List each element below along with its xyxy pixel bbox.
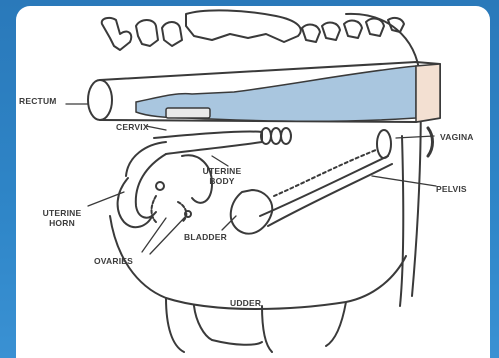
label-pelvis: PELVIS: [436, 184, 467, 194]
label-cervix: CERVIX: [116, 122, 149, 132]
hand-device: [166, 108, 210, 118]
sleeve-cuff: [416, 64, 440, 122]
diagram-panel: RECTUM CERVIX VAGINA UTERINE BODY PELVIS…: [16, 6, 490, 358]
uterine-horn: [118, 142, 166, 227]
label-bladder: BLADDER: [184, 232, 227, 242]
label-uterine-horn-line1: UTERINE: [32, 208, 92, 218]
ovaries: [152, 182, 192, 222]
label-uterine-horn-line2: HORN: [32, 218, 92, 228]
body-outline-tail: [346, 14, 421, 296]
label-rectum: RECTUM: [19, 96, 57, 106]
label-uterine-body-line1: UTERINE: [192, 166, 252, 176]
tail-line: [400, 136, 403, 306]
bladder: [231, 190, 273, 234]
label-ovaries: OVARIES: [94, 256, 133, 266]
pelvis-bone: [260, 156, 388, 216]
label-vagina: VAGINA: [440, 132, 474, 142]
label-uterine-body: UTERINE BODY: [192, 166, 252, 186]
belly-outline: [110, 216, 406, 309]
label-uterine-horn: UTERINE HORN: [32, 208, 92, 228]
label-uterine-body-line2: BODY: [192, 176, 252, 186]
label-udder: UDDER: [230, 298, 261, 308]
spine-vertebrae: [102, 10, 404, 50]
rectum-opening: [88, 80, 112, 120]
vagina-ring: [377, 130, 391, 158]
uterine-body: [154, 131, 262, 154]
cervix-rings: [261, 128, 291, 144]
